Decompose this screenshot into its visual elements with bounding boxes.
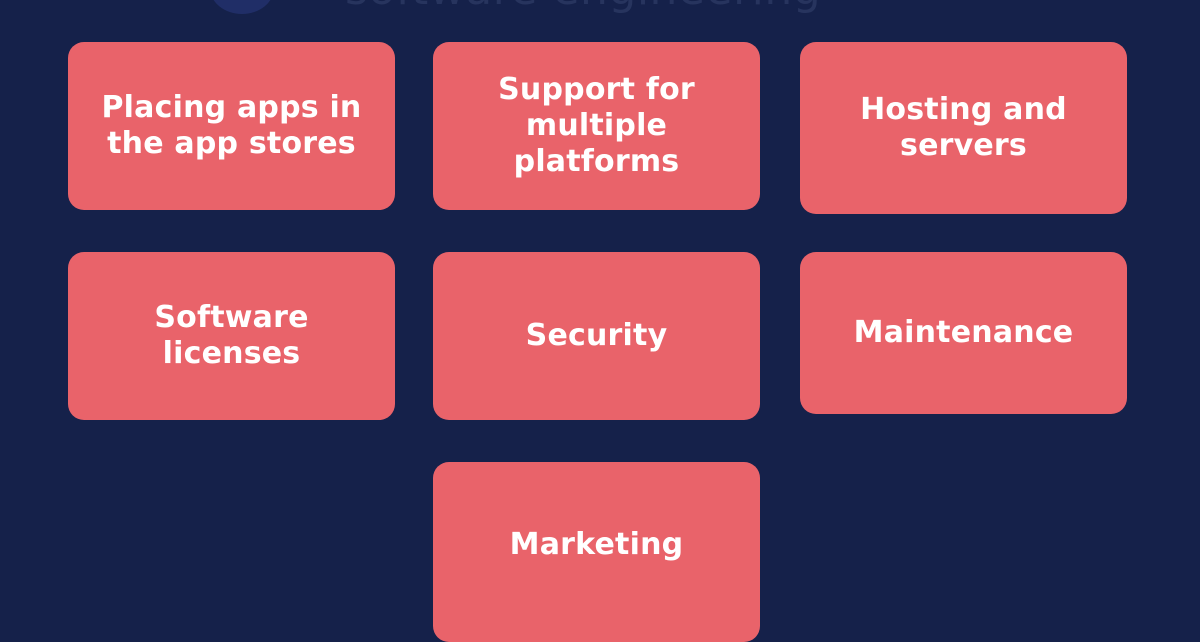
card-marketing: Marketing [433,462,760,642]
card-label: Support for multiple platforms [498,72,695,179]
header-title-cropped: software engineering [345,0,865,16]
header-logo-mark [210,0,274,14]
card-label: Hosting and servers [860,92,1067,163]
card-placing-apps-in-app-stores: Placing apps in the app stores [68,42,395,210]
card-label: Software licenses [154,300,309,371]
card-label: Maintenance [853,315,1074,350]
card-security: Security [433,252,760,420]
card-maintenance: Maintenance [800,252,1127,414]
card-label: Placing apps in the app stores [101,90,362,161]
card-support-multiple-platforms: Support for multiple platforms [433,42,760,210]
card-hosting-and-servers: Hosting and servers [800,42,1127,214]
card-label: Security [525,318,668,353]
card-label: Marketing [509,527,684,562]
card-software-licenses: Software licenses [68,252,395,420]
